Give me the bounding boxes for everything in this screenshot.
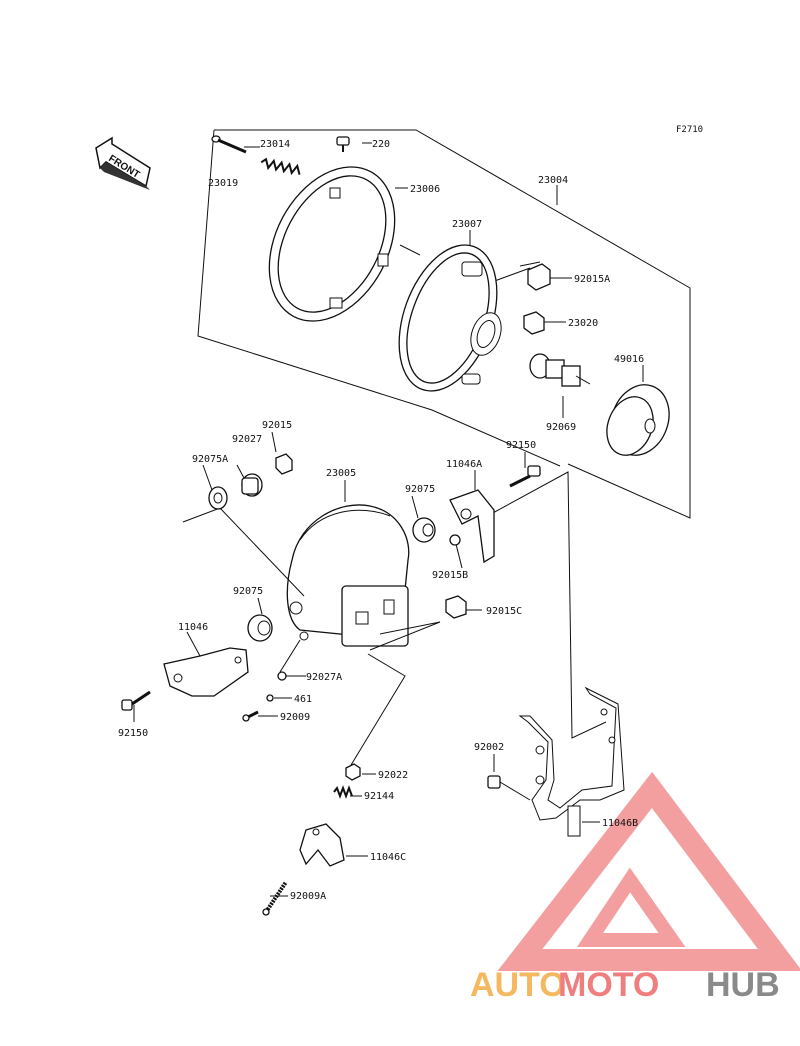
nut-23020-icon — [523, 311, 545, 335]
bolt-92150-top-icon — [509, 465, 541, 488]
bracket-11046C-icon — [299, 823, 345, 867]
bracket-11046A-icon — [449, 489, 495, 564]
part-label: 220 — [372, 139, 390, 150]
part-label: 92075 — [233, 586, 263, 597]
part-label: 92002 — [474, 742, 504, 753]
part-label: 23019 — [208, 178, 238, 189]
bracket-11046-icon — [163, 647, 249, 697]
headlight-unit-23007-icon — [398, 244, 502, 392]
bulb-92069-icon — [529, 353, 591, 387]
headlight-housing-23005-icon — [286, 504, 410, 647]
part-label: 92009A — [290, 891, 326, 902]
watermark-hub: HUB — [706, 966, 780, 1004]
part-label: 92027A — [306, 672, 342, 683]
part-label: 92015C — [486, 606, 522, 617]
screw-23019-icon — [211, 135, 247, 154]
part-label: 92144 — [364, 791, 394, 802]
figure-code: F2710 — [676, 125, 703, 135]
part-label: 11046C — [370, 852, 406, 863]
part-label: 92150 — [506, 440, 536, 451]
bolt-92150-left-icon — [121, 690, 151, 711]
nut-92022-icon — [345, 763, 361, 781]
leader-lines-lower — [270, 773, 376, 897]
part-label: 461 — [294, 694, 312, 705]
watermark-moto: MOTO — [558, 966, 659, 1004]
part-label: 49016 — [614, 354, 644, 365]
headlight-rim-23006-icon — [268, 166, 396, 322]
screw-220-icon — [336, 136, 350, 152]
part-label: 23007 — [452, 219, 482, 230]
part-label: 11046 — [178, 622, 208, 633]
part-label: 23014 — [260, 139, 290, 150]
part-label: 92069 — [546, 422, 576, 433]
watermark-text: AUTO MOTO HUB — [470, 966, 780, 1004]
part-label: 92015A — [574, 274, 610, 285]
bolt-92027-icon — [241, 473, 263, 497]
watermark-auto: AUTO — [470, 966, 566, 1004]
nut-92015C-icon — [445, 595, 467, 619]
part-label: 92022 — [378, 770, 408, 781]
nut-92027A-icon — [277, 671, 287, 681]
part-label: 92009 — [280, 712, 310, 723]
bolt-92002-icon — [487, 754, 531, 801]
screw-92009-icon — [242, 710, 259, 722]
watermark-logo — [497, 771, 800, 971]
part-label: 23004 — [538, 175, 568, 186]
front-arrow-icon: FRONT — [95, 136, 151, 190]
part-label: 11046B — [602, 818, 638, 829]
spring-23014-icon — [260, 157, 301, 176]
part-label: 92015 — [262, 420, 292, 431]
part-label: 92015B — [432, 570, 468, 581]
collar-92075-right-icon — [412, 517, 436, 543]
nut-92015A-icon — [527, 263, 551, 291]
spring-92144-icon — [333, 785, 353, 799]
leader-lines-middle — [133, 431, 607, 771]
nut-92015B-icon — [449, 534, 461, 546]
nut-92015-icon — [275, 453, 293, 475]
assembly-box-23004 — [197, 129, 691, 519]
screw-92009A-icon — [262, 880, 288, 916]
part-label: 23005 — [326, 468, 356, 479]
part-label: 92150 — [118, 728, 148, 739]
part-label: 92075A — [192, 454, 228, 465]
part-label: 92075 — [405, 484, 435, 495]
washer-461-icon — [266, 694, 274, 702]
part-label: 92027 — [232, 434, 262, 445]
part-label: 23020 — [568, 318, 598, 329]
part-labels: 23014 220 23019 23006 23004 23007 92015A… — [118, 139, 644, 902]
rubber-boot-49016-icon — [606, 384, 670, 456]
collar-92075-left-icon — [247, 614, 273, 642]
part-label: 11046A — [446, 459, 482, 470]
part-label: 23006 — [410, 184, 440, 195]
collar-92075A-icon — [208, 486, 228, 510]
bracket-11046B-icon — [518, 686, 625, 837]
